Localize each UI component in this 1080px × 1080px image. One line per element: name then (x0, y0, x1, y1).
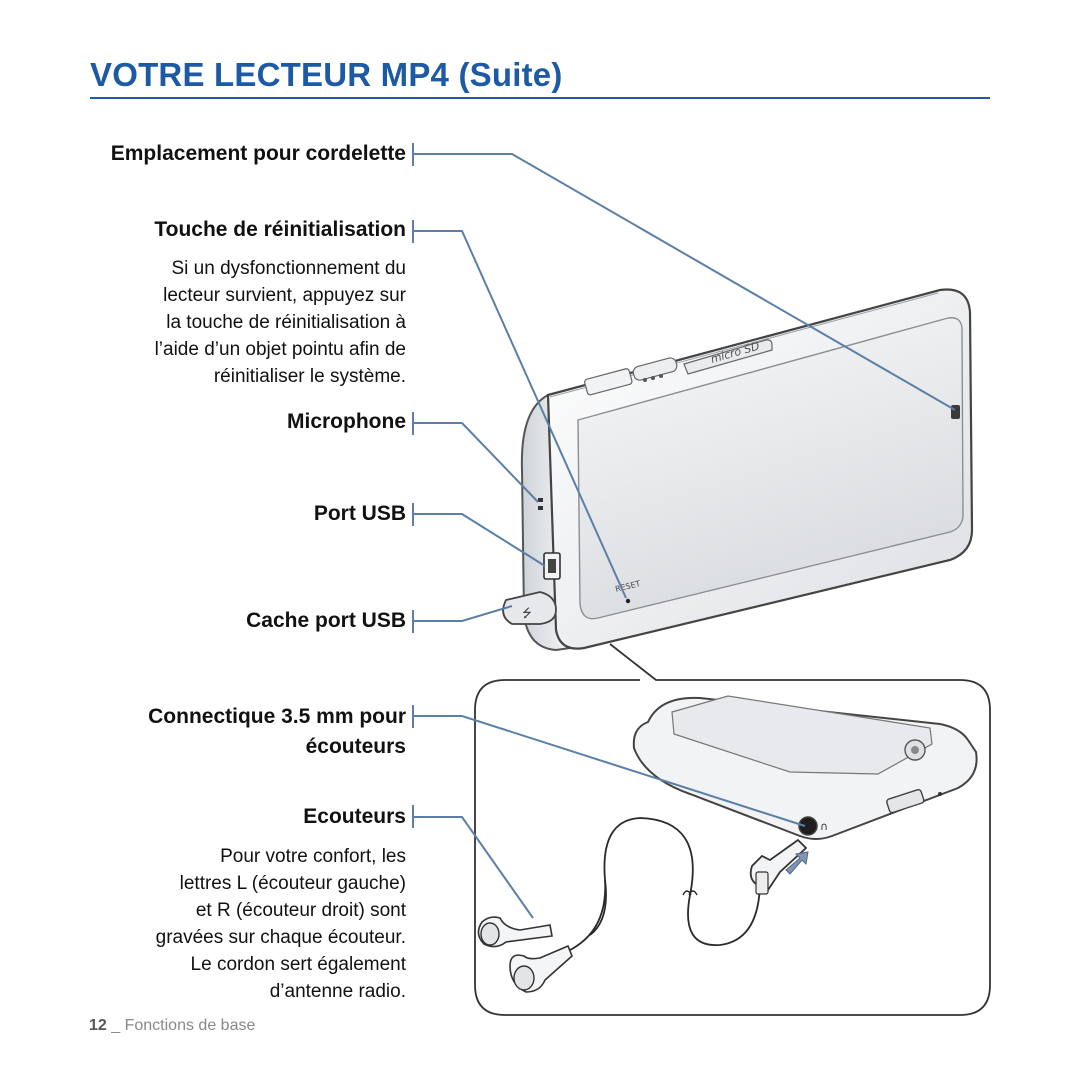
player-bottom-view: ∩ (632, 695, 978, 892)
label-usb-cover: Cache port USB (246, 609, 406, 632)
usb-cover-bottom (886, 788, 925, 814)
title-rule (90, 97, 990, 99)
zoom-callout-bubble (474, 643, 991, 1016)
page-footer: 12 _ Fonctions de base (89, 1017, 255, 1035)
earphone-jack (798, 816, 818, 836)
label-jack-line2: écouteurs (305, 735, 406, 758)
label-strap-hole: Emplacement pour cordelette (110, 142, 406, 165)
microphone-hole (538, 498, 543, 502)
label-usb-port: Port USB (313, 502, 406, 525)
svg-text:∩: ∩ (820, 820, 828, 833)
label-jack-line1: Connectique 3.5 mm pour (148, 705, 406, 728)
page-number: 12 (89, 1017, 107, 1034)
usb-cover (502, 591, 557, 625)
reset-description: Si un dysfonctionnement du lecteur survi… (154, 258, 406, 387)
player-side-view: micro SD ⭍ RESET (502, 288, 974, 652)
earphones-illustration (477, 817, 769, 993)
label-microphone: Microphone (287, 410, 406, 433)
svg-text:⭍: ⭍ (522, 606, 532, 620)
button-group (632, 357, 678, 381)
leader-lines (412, 143, 956, 919)
reset-hole (625, 598, 631, 604)
footer-separator: _ (111, 1017, 121, 1034)
footer-section: Fonctions de base (124, 1017, 256, 1034)
microsd-slot (683, 339, 773, 375)
label-reset-button: Touche de réinitialisation (154, 218, 406, 241)
earphones-description: Pour votre confort, les lettres L (écout… (155, 846, 406, 1002)
page-title: VOTRE LECTEUR MP4 (Suite) (90, 56, 563, 93)
label-earphones: Ecouteurs (303, 805, 406, 828)
strap-hole (951, 405, 960, 419)
hold-switch (584, 368, 633, 396)
